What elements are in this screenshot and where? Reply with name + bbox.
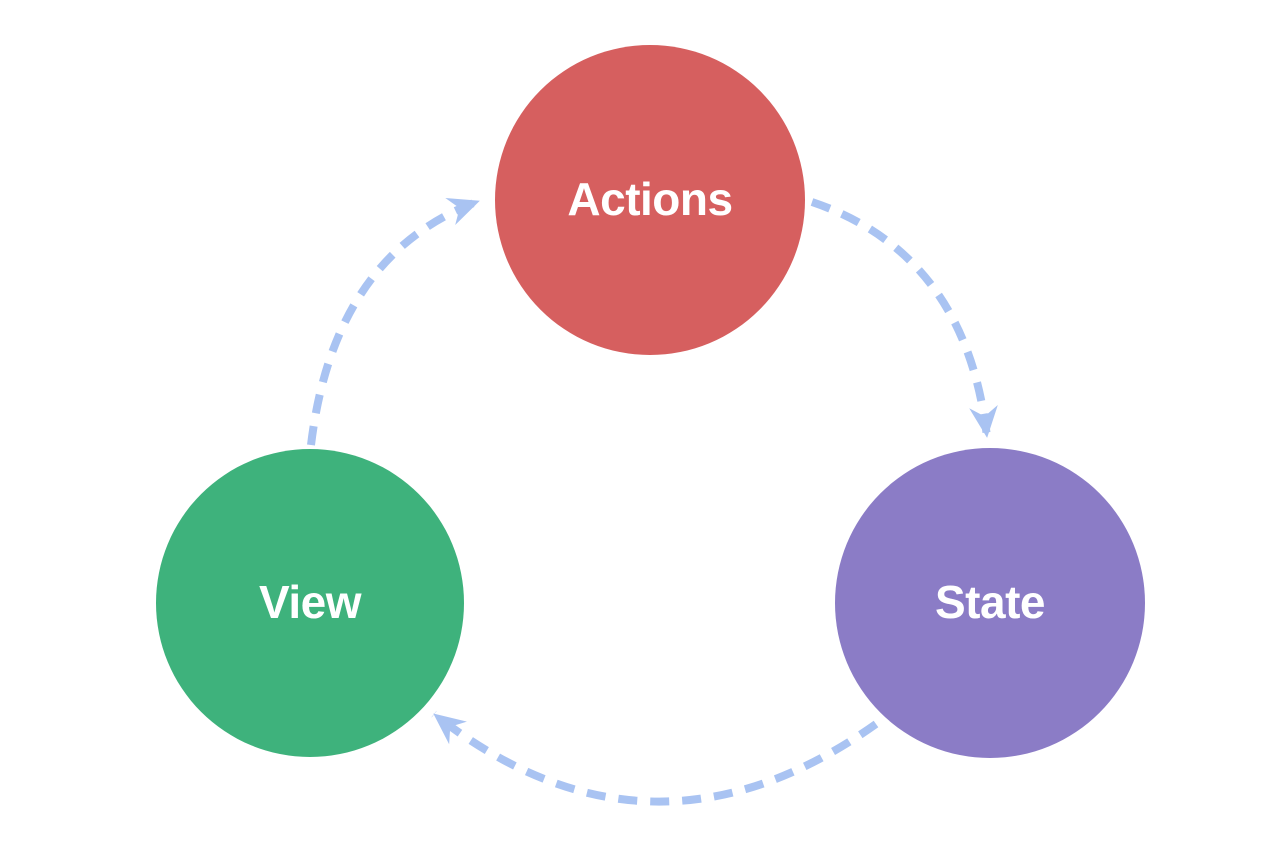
node-state-circle <box>835 448 1145 758</box>
edge-actions-to-state <box>810 198 998 438</box>
node-view-circle <box>156 449 464 757</box>
node-state-label: State <box>935 576 1045 628</box>
edge-state-to-view <box>431 710 879 806</box>
node-actions-circle <box>495 45 805 355</box>
edge-view-to-actions <box>307 197 481 446</box>
node-actions-label: Actions <box>567 173 732 225</box>
node-view-label: View <box>259 576 362 628</box>
